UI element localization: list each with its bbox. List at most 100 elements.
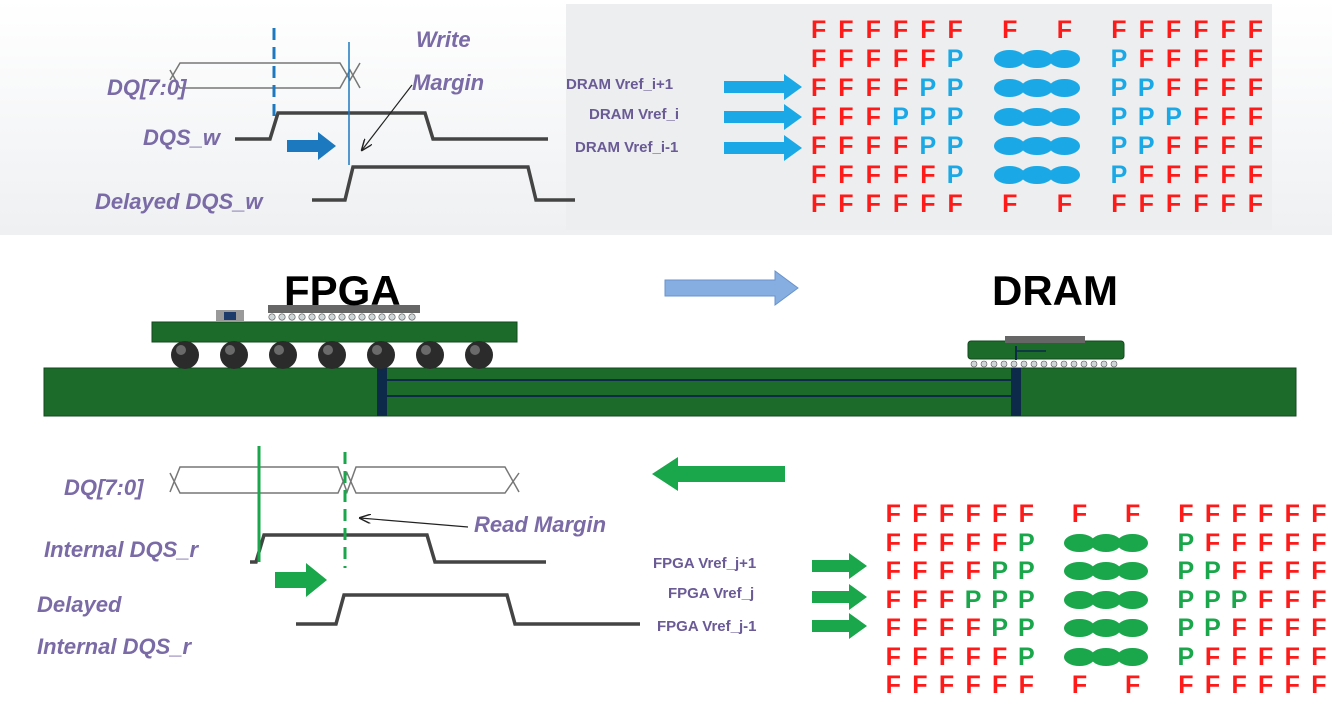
fail-cell: F xyxy=(1311,671,1327,699)
fail-cell: F xyxy=(892,161,909,189)
pass-dot xyxy=(1117,533,1148,552)
fail-cell: F xyxy=(1231,642,1247,671)
write-direction-arrow xyxy=(664,270,799,306)
microbump xyxy=(378,313,386,321)
pass-cell: P xyxy=(1110,74,1128,102)
vref-arrow xyxy=(812,553,867,579)
fail-cell: F xyxy=(892,190,909,218)
pass-cell: P xyxy=(946,103,964,131)
fail-cell: F xyxy=(885,528,901,557)
write-timing-waveforms xyxy=(169,28,575,202)
fail-cell: F xyxy=(838,103,854,131)
write-grid-panel xyxy=(566,4,1272,230)
fail-cell: F xyxy=(938,500,955,528)
microbump xyxy=(398,313,406,321)
microbump xyxy=(388,313,396,321)
read-margin-pointer xyxy=(360,518,469,528)
dram-ball xyxy=(1030,360,1038,368)
fail-cell: F xyxy=(1231,528,1247,557)
fail-cell: F xyxy=(947,16,963,44)
microbump xyxy=(358,313,366,321)
fail-cell: F xyxy=(1204,642,1221,671)
fail-cell: F xyxy=(1165,74,1182,102)
fail-cell: F xyxy=(838,132,854,160)
solder-ball-highlight xyxy=(323,345,333,355)
fail-cell: F xyxy=(938,585,955,614)
solder-ball-highlight xyxy=(372,345,382,355)
solder-ball-highlight xyxy=(225,345,235,355)
delayed-dqs-w-waveform xyxy=(312,165,575,202)
pass-dot xyxy=(994,50,1026,69)
fail-cell: F xyxy=(1258,642,1274,671)
pass-cell: P xyxy=(964,585,982,614)
pass-cell: P xyxy=(1177,528,1195,557)
pass-dot xyxy=(994,137,1026,156)
fail-cell: F xyxy=(1311,642,1327,671)
fail-cell: F xyxy=(920,161,936,189)
fail-cell: F xyxy=(838,45,854,73)
solder-ball xyxy=(367,341,395,369)
fail-cell: F xyxy=(1220,74,1236,102)
fail-cell: F xyxy=(1165,45,1182,73)
fail-cell: F xyxy=(865,45,881,73)
fail-cell: F xyxy=(1258,557,1274,585)
read-direction-arrow xyxy=(652,457,785,491)
fail-cell: F xyxy=(811,45,827,73)
pass-cell: P xyxy=(1177,557,1195,585)
delayed-internal-dqs-r-waveform xyxy=(296,593,640,626)
read-dq-eye-upper xyxy=(169,466,520,495)
fail-cell: F xyxy=(1231,614,1247,642)
fail-cell: F xyxy=(865,161,881,189)
fail-cell: F xyxy=(1231,671,1247,699)
fail-cell: F xyxy=(1193,74,1209,102)
dram-ball xyxy=(1050,360,1058,368)
pass-cell: P xyxy=(991,614,1009,642)
dram-vref-i-label: DRAM Vref_i xyxy=(589,106,680,123)
fail-cell: F xyxy=(1247,190,1264,218)
fail-cell: F xyxy=(1247,103,1264,131)
write-shift-arrow xyxy=(287,132,336,160)
pass-dot xyxy=(1048,50,1081,69)
microbump xyxy=(268,313,276,321)
fail-cell: F xyxy=(885,642,901,671)
solder-ball xyxy=(416,341,444,369)
solder-ball-highlight xyxy=(176,345,186,355)
fail-cell: F xyxy=(912,671,928,699)
fail-cell: F xyxy=(1193,16,1209,44)
fail-cell: F xyxy=(811,16,827,44)
fail-cell: F xyxy=(1311,585,1327,614)
pass-dot xyxy=(1048,79,1081,98)
pass-dot xyxy=(1048,137,1081,156)
dram-ball xyxy=(1090,360,1098,368)
fail-cell: F xyxy=(811,74,827,102)
pass-cell: P xyxy=(1110,132,1128,160)
solder-ball xyxy=(220,341,248,369)
fail-cell: F xyxy=(1247,74,1264,102)
delayed-dqs-w-label: Delayed DQS_w xyxy=(95,189,263,214)
dram-ball xyxy=(1020,360,1028,368)
fail-cell: F xyxy=(838,74,854,102)
write-dq-eye-upper xyxy=(169,62,361,82)
write-vref-arrows xyxy=(724,74,802,161)
vref-arrow xyxy=(724,74,802,100)
dram-vref-i-plus-1-label: DRAM Vref_i+1 xyxy=(566,76,674,93)
fail-cell: F xyxy=(1220,132,1236,160)
pass-dot xyxy=(994,79,1026,98)
dram-die xyxy=(1005,336,1085,343)
fail-cell: F xyxy=(1247,16,1264,44)
fail-cell: F xyxy=(885,500,901,528)
read-shift-arrow xyxy=(275,563,327,597)
fail-cell: F xyxy=(912,528,928,557)
fail-cell: F xyxy=(1193,132,1209,160)
microbump xyxy=(288,313,296,321)
pass-cell: P xyxy=(1137,132,1155,160)
fail-cell: F xyxy=(1247,132,1264,160)
dqs-w-waveform xyxy=(235,111,548,141)
fail-cell: F xyxy=(865,16,881,44)
solder-ball-highlight xyxy=(470,345,480,355)
fail-cell: F xyxy=(992,500,1008,528)
internal-dqs-r-waveform xyxy=(250,533,546,564)
pass-cell: P xyxy=(1137,74,1155,102)
fail-cell: F xyxy=(1204,671,1221,699)
